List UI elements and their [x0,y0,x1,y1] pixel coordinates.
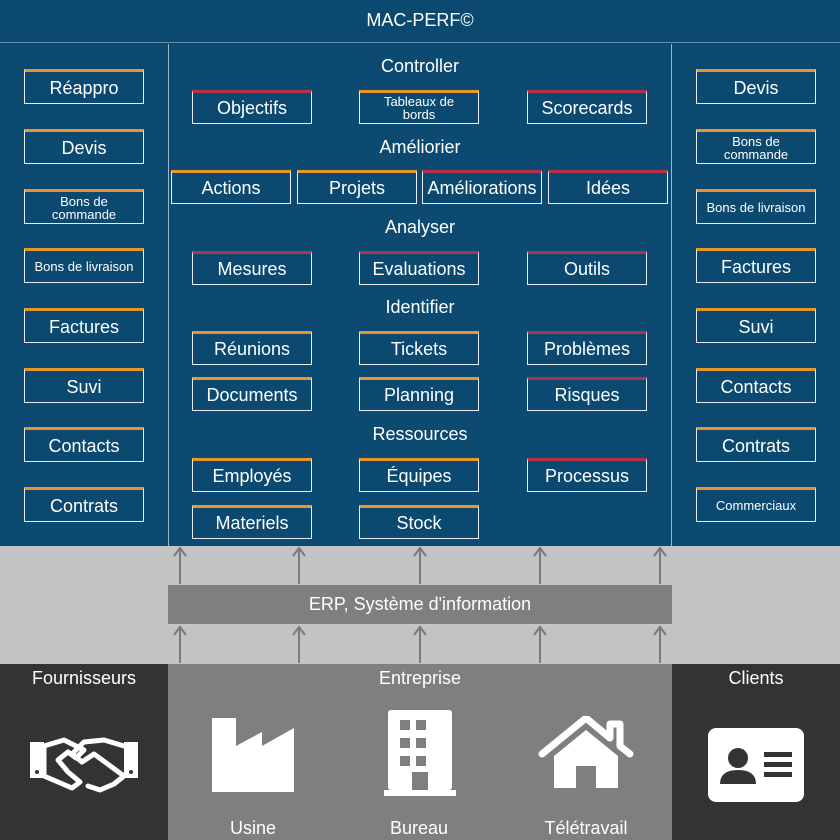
right-column-divider [671,44,672,546]
right-item-factures[interactable]: Factures [696,248,816,283]
right-item-contacts[interactable]: Contacts [696,368,816,403]
fournisseurs-panel: Fournisseurs [0,664,168,840]
left-item-devis[interactable]: Devis [24,129,144,164]
usine-label: Usine [229,818,277,838]
arrow-up-icon [413,546,427,584]
section-title-ameliorer: Améliorier [379,137,461,157]
right-item-bons-de-livraison[interactable]: Bons de livraison [696,189,816,224]
left-item-bons-de-commande[interactable]: Bons de commande [24,189,144,224]
item-risques[interactable]: Risques [527,377,647,411]
right-item-contrats[interactable]: Contrats [696,427,816,462]
teletravail-label: Télétravail [544,818,628,838]
item-projets[interactable]: Projets [297,170,417,204]
item-mesures[interactable]: Mesures [192,251,312,285]
section-title-analyser: Analyser [384,217,456,237]
left-item-reappro[interactable]: Réappro [24,69,144,104]
section-title-identifier: Identifier [385,297,455,317]
entreprise-panel: Entreprise Usine Bureau Télétravail [168,664,672,840]
left-item-suvi[interactable]: Suvi [24,368,144,403]
item-employes[interactable]: Employés [192,458,312,492]
factory-icon [212,718,294,792]
left-item-contrats[interactable]: Contrats [24,487,144,522]
arrow-up-icon [292,625,306,663]
item-ameliorations[interactable]: Améliorations [422,170,542,204]
clients-label: Clients [728,668,784,688]
item-materiels[interactable]: Materiels [192,505,312,539]
arrow-up-icon [533,546,547,584]
office-building-icon [384,710,456,796]
item-documents[interactable]: Documents [192,377,312,411]
section-title-ressources: Ressources [372,424,468,444]
arrow-up-icon [173,546,187,584]
bureau-label: Bureau [389,818,449,838]
item-reunions[interactable]: Réunions [192,331,312,365]
item-tickets[interactable]: Tickets [359,331,479,365]
contact-card-icon [708,728,804,802]
item-idees[interactable]: Idées [548,170,668,204]
right-item-bons-de-commande[interactable]: Bons de commande [696,129,816,164]
item-equipes[interactable]: Équipes [359,458,479,492]
left-item-contacts[interactable]: Contacts [24,427,144,462]
item-objectifs[interactable]: Objectifs [192,90,312,124]
item-evaluations[interactable]: Evaluations [359,251,479,285]
arrow-up-icon [653,546,667,584]
arrow-up-icon [292,546,306,584]
title-bar: MAC-PERF© [0,0,840,43]
item-scorecards[interactable]: Scorecards [527,90,647,124]
item-actions[interactable]: Actions [171,170,291,204]
entreprise-label: Entreprise [378,668,462,688]
item-tableaux-de-bords[interactable]: Tableaux de bords [359,90,479,124]
left-item-factures[interactable]: Factures [24,308,144,343]
section-title-controller: Controller [380,56,460,76]
arrow-up-icon [653,625,667,663]
erp-bar[interactable]: ERP, Système d'information [168,585,672,624]
item-stock[interactable]: Stock [359,505,479,539]
right-item-suvi[interactable]: Suvi [696,308,816,343]
right-item-commerciaux[interactable]: Commerciaux [696,487,816,522]
app-title: MAC-PERF© [366,10,474,30]
item-planning[interactable]: Planning [359,377,479,411]
item-outils[interactable]: Outils [527,251,647,285]
handshake-icon [30,737,138,793]
clients-panel: Clients [672,664,840,840]
left-column-divider [168,44,169,546]
arrow-up-icon [173,625,187,663]
house-icon [538,716,634,788]
item-problemes[interactable]: Problèmes [527,331,647,365]
right-item-devis[interactable]: Devis [696,69,816,104]
fournisseurs-label: Fournisseurs [31,668,137,688]
item-processus[interactable]: Processus [527,458,647,492]
arrow-up-icon [533,625,547,663]
arrow-up-icon [413,625,427,663]
left-item-bons-de-livraison[interactable]: Bons de livraison [24,248,144,283]
